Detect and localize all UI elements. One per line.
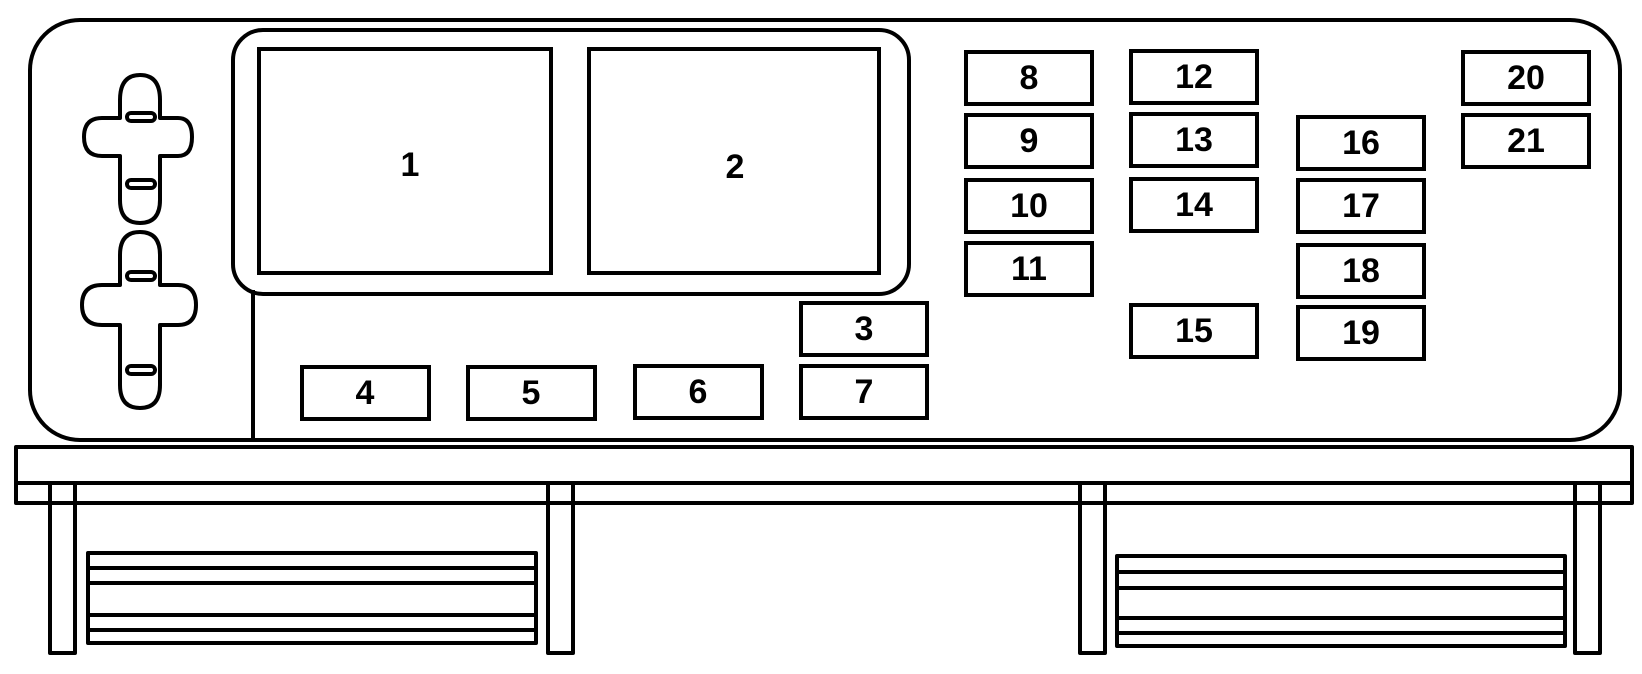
leg-4 <box>1573 481 1602 655</box>
base-rail-lower <box>14 481 1634 505</box>
vent-grille-right <box>1115 554 1567 648</box>
fuse-21-box <box>1461 113 1591 169</box>
fuse-5-box <box>466 365 597 421</box>
fuse-19-label: 19 <box>1342 314 1380 352</box>
fuse-16-label: 16 <box>1342 124 1380 162</box>
fuse-10-label: 10 <box>1010 187 1048 225</box>
fuse-11-box <box>964 241 1094 297</box>
fuse-17-label: 17 <box>1342 187 1380 225</box>
fuse-20-label: 20 <box>1507 59 1545 97</box>
fuse-8-label: 8 <box>1020 59 1039 97</box>
fuse-4-label: 4 <box>356 374 375 412</box>
relays-group: 1 2 <box>257 47 881 275</box>
panel-housing <box>28 18 1622 442</box>
fuse-10-box <box>964 178 1094 234</box>
relay-enclosure <box>231 28 911 296</box>
fuse-15-label: 15 <box>1175 312 1213 350</box>
fuse-8-box <box>964 50 1094 106</box>
fuse-4-box <box>300 365 431 421</box>
relay-2-label: 2 <box>726 148 745 186</box>
fuse-19-box <box>1296 305 1426 361</box>
fuse-3-box <box>799 301 929 357</box>
fuse-6-box <box>633 364 764 420</box>
fuse-7-box <box>799 364 929 420</box>
fuse-3-label: 3 <box>855 310 874 348</box>
base-rail <box>14 445 1634 485</box>
fuse-5-label: 5 <box>522 374 541 412</box>
mounting-clip-upper <box>82 73 194 225</box>
fuse-6-label: 6 <box>689 373 708 411</box>
fuse-9-label: 9 <box>1020 122 1039 160</box>
leg-3 <box>1078 481 1107 655</box>
relay-2-box <box>587 47 881 275</box>
fuse-14-box <box>1129 177 1259 233</box>
fuse-12-label: 12 <box>1175 58 1213 96</box>
fuse-11-label: 11 <box>1011 250 1047 288</box>
fuse-18-box <box>1296 243 1426 299</box>
relay-1-box <box>257 47 553 275</box>
leg-2 <box>546 481 575 655</box>
fuse-13-label: 13 <box>1175 121 1213 159</box>
fuse-7-label: 7 <box>855 373 874 411</box>
fuse-12-box <box>1129 49 1259 105</box>
fuse-18-label: 18 <box>1342 252 1380 290</box>
fuse-21-label: 21 <box>1507 122 1545 160</box>
vent-grille-left <box>86 551 538 645</box>
fuse-15-box <box>1129 303 1259 359</box>
mounting-clip-lower <box>80 230 198 410</box>
fuses-group: 3 4 5 6 7 8 9 10 11 12 13 14 15 16 17 18 <box>300 49 1591 421</box>
fuse-20-box <box>1461 50 1591 106</box>
fuse-14-label: 14 <box>1175 186 1213 224</box>
relay-1-label: 1 <box>401 146 420 184</box>
fuse-17-box <box>1296 178 1426 234</box>
fuse-9-box <box>964 113 1094 169</box>
leg-1 <box>48 481 77 655</box>
fuse-13-box <box>1129 112 1259 168</box>
fuse-16-box <box>1296 115 1426 171</box>
